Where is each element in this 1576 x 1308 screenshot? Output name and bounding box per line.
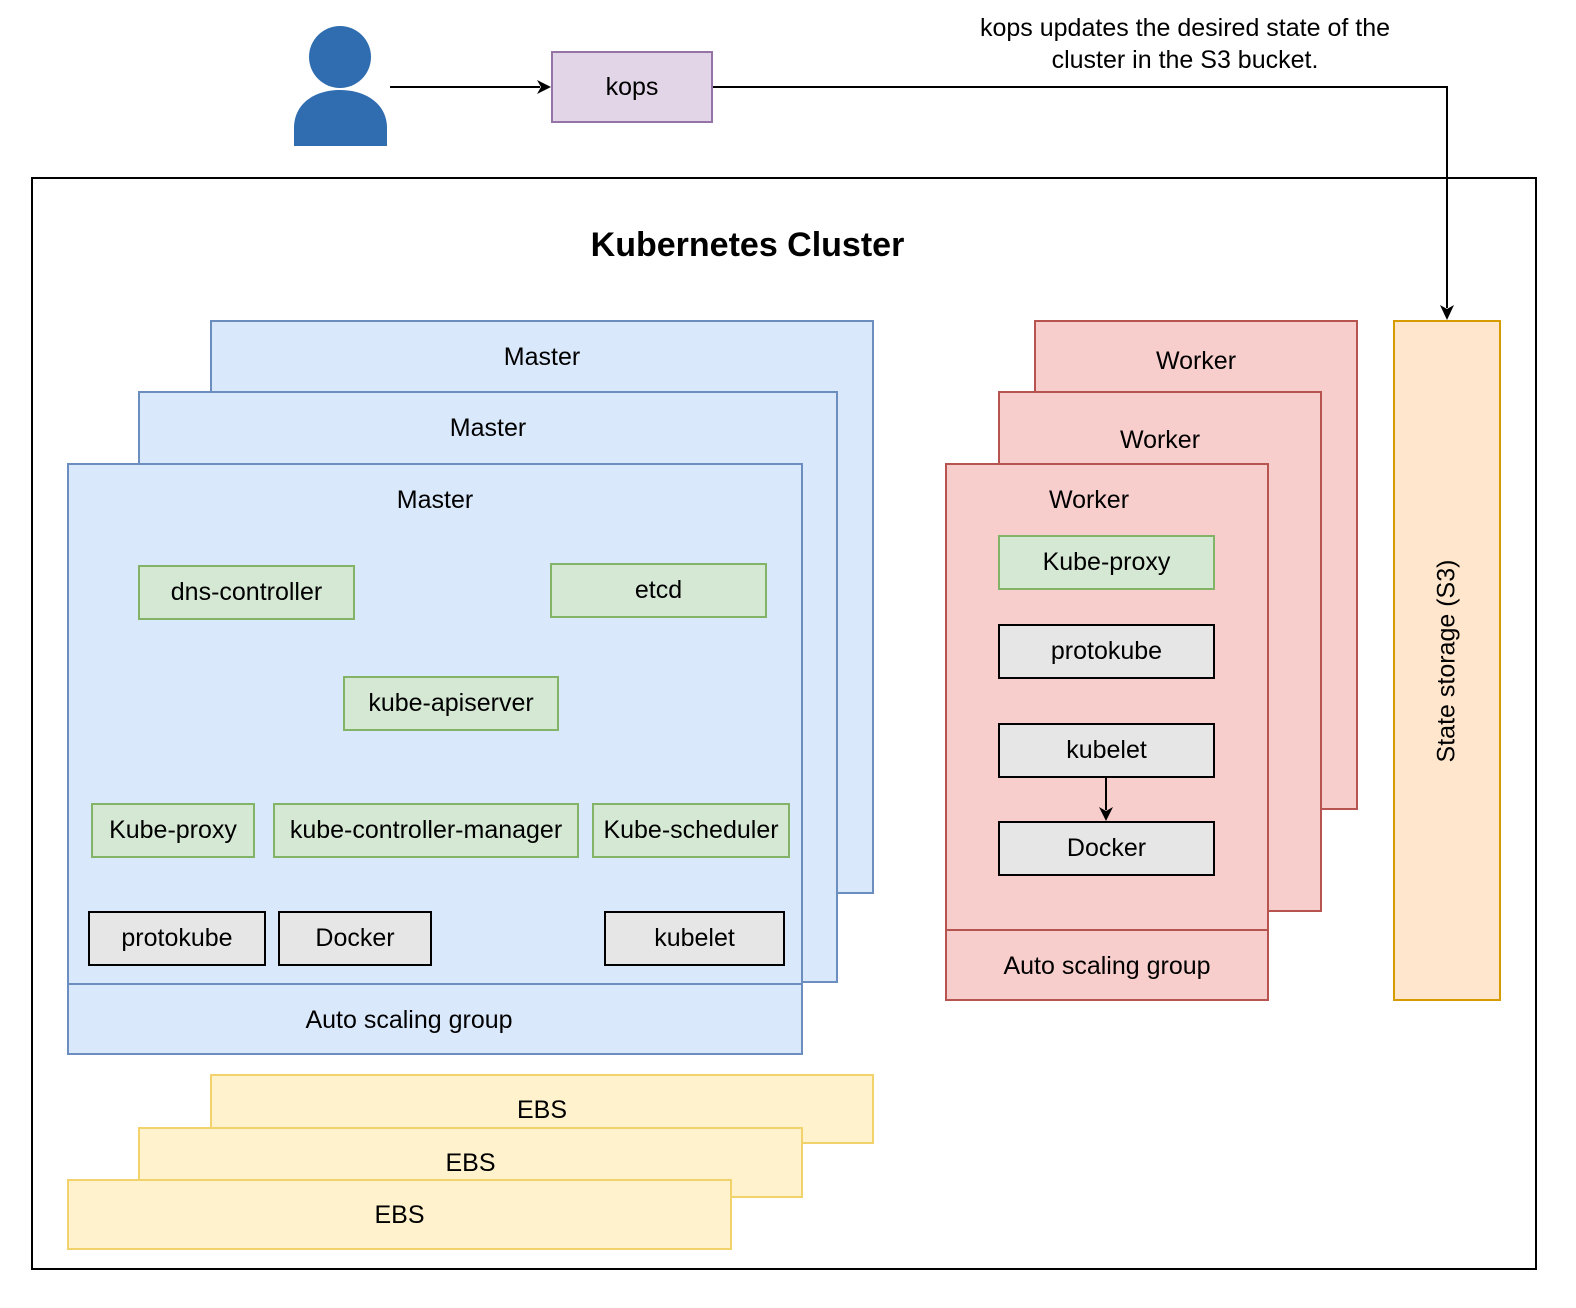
master-asg-divider (67, 983, 803, 985)
kops-annotation: kops updates the desired state of the cl… (930, 12, 1440, 76)
worker-docker-box[interactable]: Docker (998, 821, 1215, 876)
worker-asg-divider (945, 929, 1269, 931)
master-kubelet-box[interactable]: kubelet (604, 911, 785, 966)
etcd-box[interactable]: etcd (550, 563, 767, 618)
worker-kube-proxy-box[interactable]: Kube-proxy (998, 535, 1215, 590)
ebs-back-label: EBS (516, 1096, 568, 1124)
worker-back-title: Worker (1155, 347, 1237, 375)
state-storage-label: State storage (S3) (1432, 559, 1461, 762)
annotation-line-2: cluster in the S3 bucket. (1051, 46, 1319, 74)
kops-box[interactable]: kops (551, 51, 713, 123)
ebs-front-label: EBS (374, 1201, 425, 1229)
kube-apiserver-box[interactable]: kube-apiserver (343, 676, 559, 731)
dns-controller-box[interactable]: dns-controller (138, 565, 355, 620)
worker-asg-label: Auto scaling group (1003, 951, 1211, 980)
ebs-volume-front[interactable]: EBS (67, 1179, 732, 1250)
worker-middle-title: Worker (1119, 426, 1201, 454)
worker-kubelet-box[interactable]: kubelet (998, 723, 1215, 778)
master-docker-box[interactable]: Docker (278, 911, 432, 966)
kube-controller-manager-box[interactable]: kube-controller-manager (273, 803, 579, 858)
master-back-title: Master (503, 343, 581, 371)
master-node-front[interactable]: Master Auto scaling group (67, 463, 803, 1055)
user-to-kops-arrow (390, 80, 551, 94)
worker-protokube-box[interactable]: protokube (998, 624, 1215, 679)
worker-front-title: Worker (1048, 486, 1130, 514)
kops-label: kops (605, 72, 659, 101)
state-storage-s3[interactable]: State storage (S3) (1393, 320, 1501, 1001)
master-front-title: Master (396, 486, 474, 514)
master-asg-label: Auto scaling group (305, 1005, 513, 1034)
master-protokube-box[interactable]: protokube (88, 911, 266, 966)
master-middle-title: Master (449, 414, 527, 442)
annotation-line-1: kops updates the desired state of the (980, 14, 1390, 42)
master-kube-proxy-box[interactable]: Kube-proxy (91, 803, 255, 858)
cluster-title: Kubernetes Cluster (590, 226, 905, 264)
kube-scheduler-box[interactable]: Kube-scheduler (592, 803, 790, 858)
ebs-middle-label: EBS (445, 1149, 496, 1177)
